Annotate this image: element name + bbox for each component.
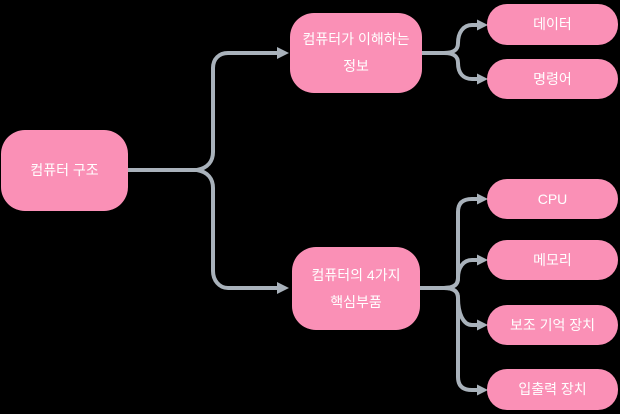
- leaf-node-memory[interactable]: 메모리: [487, 240, 618, 280]
- branch-parts-label-line1: 컴퓨터의 4가지: [311, 266, 401, 283]
- arrowhead-cpu-icon: [477, 193, 488, 205]
- connector-parts-to-cpu: [442, 197, 479, 290]
- leaf-node-command[interactable]: 명령어: [487, 59, 618, 99]
- branch-info-label-line1: 컴퓨터가 이해하는: [302, 31, 410, 47]
- leaf-node-cpu[interactable]: CPU: [487, 179, 618, 219]
- leaf-node-data[interactable]: 데이터: [487, 4, 618, 45]
- leaf-data-label: 데이터: [533, 16, 572, 32]
- leaf-command-label: 명령어: [533, 70, 572, 87]
- leaf-node-io[interactable]: 입출력 장치: [487, 369, 618, 410]
- branch-info-label-line2: 정보: [343, 58, 369, 74]
- arrowhead-storage-icon: [477, 319, 488, 331]
- leaf-memory-label: 메모리: [533, 251, 572, 268]
- connector-info-to-command: [442, 51, 479, 81]
- connector-parts-to-storage: [442, 286, 479, 327]
- connector-info-to-data: [442, 23, 479, 55]
- branch-node-info[interactable]: 컴퓨터가 이해하는 정보: [290, 13, 422, 93]
- arrowhead-memory-icon: [477, 254, 488, 266]
- branch-node-parts[interactable]: 컴퓨터의 4가지 핵심부품: [292, 247, 420, 330]
- leaf-cpu-label: CPU: [537, 190, 568, 207]
- connector-root-to-info: [195, 51, 280, 172]
- root-node[interactable]: 컴퓨터 구조: [1, 130, 128, 211]
- root-node-label: 컴퓨터 구조: [30, 162, 99, 178]
- arrowhead-info-icon: [277, 47, 289, 59]
- connector-parts-to-io: [442, 286, 479, 392]
- connector-root-to-parts: [195, 168, 280, 290]
- arrowhead-data-icon: [477, 19, 488, 31]
- leaf-storage-label: 보조 기억 장치: [509, 316, 596, 333]
- branch-parts-label-line2: 핵심부품: [330, 293, 382, 310]
- arrowhead-command-icon: [477, 73, 488, 85]
- leaf-io-label: 입출력 장치: [518, 381, 587, 397]
- arrowhead-parts-icon: [277, 282, 289, 294]
- leaf-node-storage[interactable]: 보조 기억 장치: [487, 305, 618, 345]
- arrowhead-io-icon: [477, 384, 488, 396]
- connector-parts-to-memory: [442, 258, 479, 290]
